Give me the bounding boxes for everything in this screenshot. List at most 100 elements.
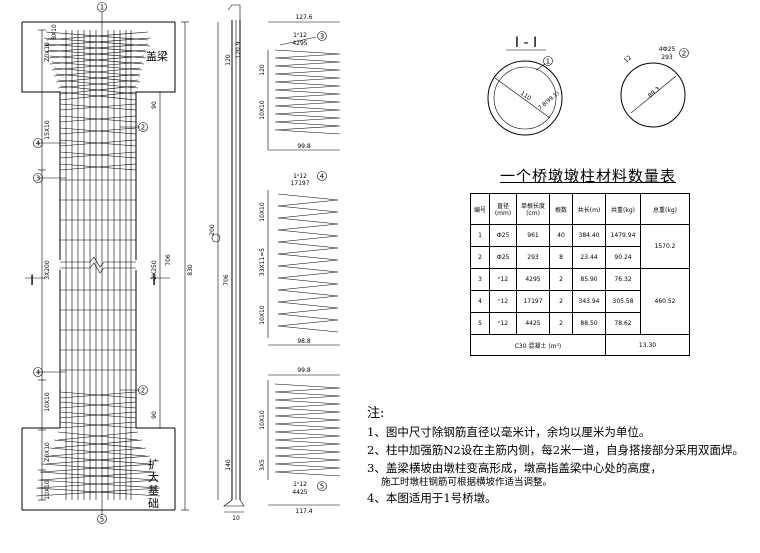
ring-label: 4Ф25 <box>659 46 676 53</box>
section-mark-left: I <box>30 273 34 289</box>
cell-total-len: 23.44 <box>572 246 606 269</box>
cell-count: 40 <box>549 224 573 247</box>
cell-count: 2 <box>549 268 573 291</box>
bar5-callout-text: 5 <box>320 483 324 491</box>
callout-2-lower-text: 2 <box>141 387 145 395</box>
cell-no: 2 <box>470 246 490 269</box>
section-callout <box>543 56 553 66</box>
cell-concrete-label: C30 混凝土 (m³) <box>470 334 606 356</box>
bar5-dim-a: 10X10 <box>259 410 266 430</box>
callout-4-lower-text: 4 <box>36 369 41 377</box>
notes-title: 注: <box>367 406 385 421</box>
side-dims: 120 200 706 140 10 <box>209 54 240 522</box>
section-title: I - I <box>515 35 537 51</box>
bar5-width-top: 99.8 <box>297 367 311 374</box>
callout-circles: 1 2 3 4 4 2 5 <box>33 2 148 524</box>
callout-2-lower <box>138 385 148 395</box>
table-concrete-row: C30 混凝土 (m³) 13.30 <box>470 334 690 356</box>
ring-callout <box>679 48 689 58</box>
left-dim-text: Z0X10 15X10 3X200 10X10 Z0X10 10X10 <box>44 42 51 500</box>
cell-len: 961 <box>516 224 550 247</box>
cell-dia: ⁿ12 <box>489 290 517 313</box>
bar5-zigzag <box>274 383 341 477</box>
table-row: 4 ⁿ12 17197 2 343.94 305.58 <box>470 290 690 313</box>
ring-dia-line <box>630 75 677 114</box>
dim-left-3: 3X200 <box>44 260 51 280</box>
section-mark-right: I <box>152 273 156 289</box>
bar5-callout <box>317 481 327 491</box>
bar4-dim-a: 10X10 <box>259 202 266 222</box>
side-dim-140: 140 <box>225 459 232 471</box>
cell-weight: 78.62 <box>605 312 641 335</box>
dim-left-1: Z0X10 <box>44 42 51 62</box>
footing-label: 扩 大 基 础 <box>148 457 159 510</box>
dim-total-height: 830 <box>187 264 194 276</box>
note-line-1: 1、图中尺寸除钢筋直径以毫米计，余均以厘米为单位。 <box>367 425 651 439</box>
right-dimension-chain <box>156 21 189 511</box>
th-dia: 直径(mm) <box>489 193 517 225</box>
ring-detail-circle <box>620 62 686 128</box>
footing-label-char-3: 基 <box>148 484 159 497</box>
th-no: 编号 <box>470 193 490 225</box>
th-count: 根数 <box>549 193 573 225</box>
cell-len: 293 <box>516 246 550 269</box>
cell-total-len: 384.40 <box>572 224 606 247</box>
bar4-callout-text: 4 <box>320 173 325 181</box>
side-dim-120: 120 <box>225 54 232 66</box>
cell-concrete-value: 13.30 <box>605 334 690 356</box>
bar5-detail: 99.8 1ⁿ12 4425 5 117.4 10X10 3X5 <box>259 367 341 515</box>
bar4-zigzag <box>277 193 339 333</box>
cell-total-len: 88.50 <box>572 312 606 335</box>
cell-group-total: 460.52 <box>640 268 690 335</box>
cell-count: 2 <box>549 290 573 313</box>
table-row: 2 Ф25 293 8 23.44 90.24 <box>470 246 690 269</box>
spiral-top <box>43 31 151 171</box>
section-callout-text: 1 <box>546 58 550 66</box>
cell-no: 3 <box>470 268 490 291</box>
cell-group-total: 1570.2 <box>640 224 690 269</box>
callout-2-upper-text: 2 <box>141 124 145 132</box>
callout-1 <box>97 2 107 12</box>
side-dim-10: 10 <box>232 515 240 522</box>
bar3-callout <box>317 31 327 41</box>
bar3-zigzag <box>274 49 341 135</box>
cell-len: 17197 <box>516 290 550 313</box>
cell-dia: Ф25 <box>489 246 517 269</box>
bar3-length: 4295 <box>292 40 307 47</box>
cell-count: 2 <box>549 312 573 335</box>
side-view: 120 200 706 140 10 <box>209 4 245 522</box>
dim-left-2: 15X10 <box>44 120 51 140</box>
bar3-leader <box>279 36 317 46</box>
cell-weight: 1479.94 <box>605 224 641 247</box>
callout-4-upper-text: 4 <box>36 140 41 148</box>
bar5-length: 4425 <box>292 489 307 496</box>
bar4-callout <box>317 171 327 181</box>
table-header-row: 编号 直径(mm) 单根长度(cm) 根数 共长(m) 共重(kg) 总重(kg… <box>470 193 690 225</box>
side-dim-200: 200 <box>209 224 216 236</box>
th-total-weight: 总重(kg) <box>640 193 690 225</box>
footing-label-char-4: 础 <box>148 497 159 510</box>
cell-weight: 305.58 <box>605 290 641 313</box>
dim-90-top: 90 <box>151 101 158 109</box>
cell-len: 4425 <box>516 312 550 335</box>
callout-4-upper <box>33 138 43 148</box>
cell-total-len: 85.90 <box>572 268 606 291</box>
table-row: 5 ⁿ12 4425 2 88.50 78.62 <box>470 312 690 335</box>
cell-no: 5 <box>470 312 490 335</box>
th-len: 单根长度(cm) <box>516 193 550 225</box>
cell-no: 4 <box>470 290 490 313</box>
callout-5 <box>97 514 107 524</box>
cap-beam-label: 盖梁 <box>146 49 168 63</box>
side-dim-706: 706 <box>223 274 230 286</box>
callout-1-text: 1 <box>100 4 104 12</box>
note-line-2: 2、柱中加强筋N2设在主筋内侧，每2米一道，自身搭接部分采用双面焊。 <box>367 443 745 457</box>
table-row: 3 ⁿ12 4295 2 85.90 76.32 460.52 <box>470 268 690 335</box>
bar3-detail: 127.6 1ⁿ12 4295 3 99.8 120 10X10 120.9 <box>235 14 341 151</box>
bar4-length: 17197 <box>290 180 309 187</box>
cell-no: 1 <box>470 224 490 247</box>
th-weight: 共重(kg) <box>605 193 641 225</box>
bar5-width-bottom: 117.4 <box>295 508 312 515</box>
side-top <box>227 4 241 22</box>
